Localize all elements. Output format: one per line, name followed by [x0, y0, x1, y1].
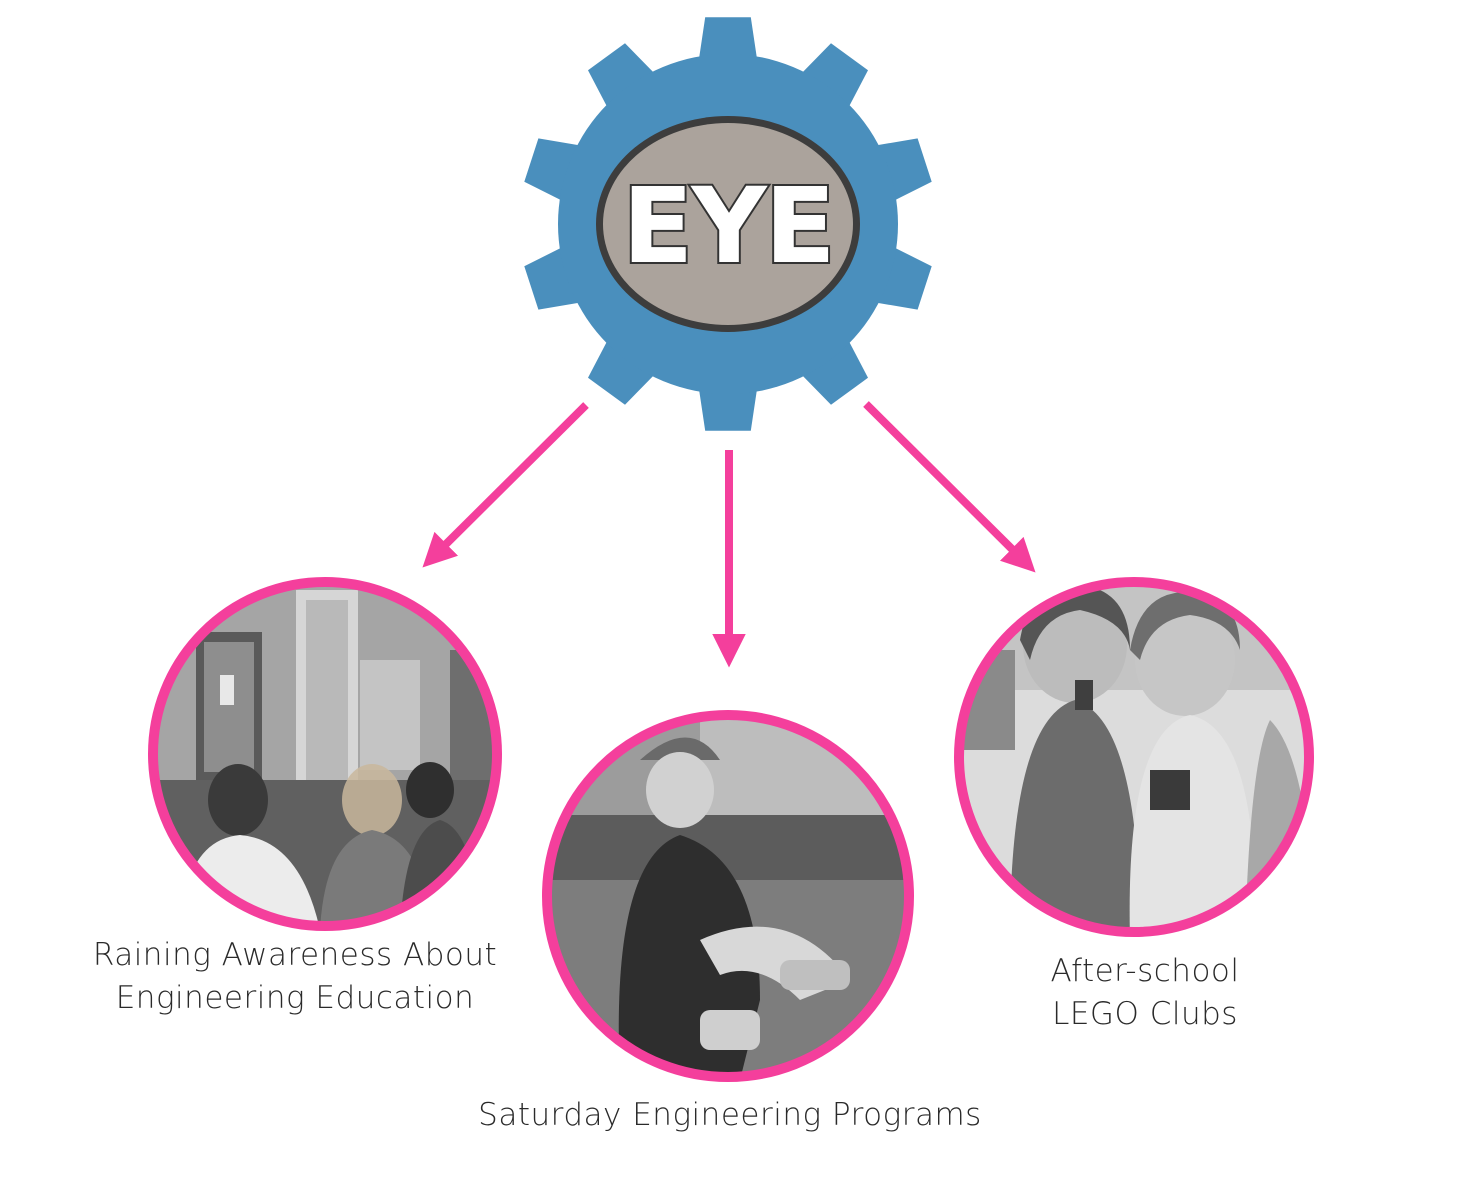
arrow-to-awareness [422, 402, 589, 568]
caption-awareness-line-1: Raining Awareness About [92, 937, 498, 973]
logo-text: EYE [622, 165, 833, 287]
caption-lego-line-2: LEGO Clubs [1052, 996, 1238, 1032]
gear-tooth [795, 43, 868, 115]
gear-tooth [697, 381, 759, 431]
logo-center [603, 123, 853, 325]
arrow-to-lego [863, 401, 1036, 573]
caption-saturday-line-1: Saturday Engineering Programs [478, 1097, 982, 1133]
caption-awareness-line-2: Engineering Education [115, 980, 475, 1016]
caption-lego-line-1: After-school [1050, 953, 1240, 989]
boy-at-table-photo [542, 710, 914, 1082]
classroom-photo [148, 577, 502, 931]
gear-tooth [795, 333, 868, 405]
gear-tooth [588, 333, 661, 405]
caption-lego: After-school LEGO Clubs [980, 950, 1310, 1036]
caption-awareness: Raining Awareness About Engineering Educ… [50, 934, 540, 1020]
kids-with-lego-photo [954, 577, 1314, 937]
gear-tooth [697, 17, 759, 67]
gear-tooth [588, 43, 661, 115]
caption-saturday: Saturday Engineering Programs [420, 1094, 1040, 1137]
eye-logo: EYE [524, 17, 932, 431]
arrows [422, 401, 1036, 668]
